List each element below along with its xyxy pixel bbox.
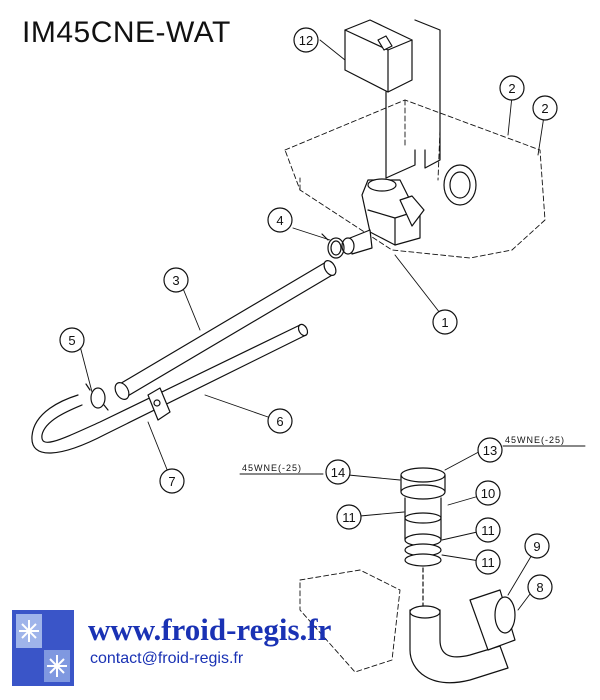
watermark-url: www.froid-regis.fr: [88, 612, 332, 647]
solenoid-valve-1: [341, 178, 425, 255]
callout-10: 10: [481, 486, 495, 501]
callout-labels: 1 2 2 3 4 5 6 7 8 9 10 11 11 11 12 13 14…: [68, 33, 565, 595]
callout-6: 6: [276, 414, 283, 429]
callout-9: 9: [533, 539, 540, 554]
drain-elbow-8-9: [409, 589, 516, 684]
drain-fitting-stack: [400, 467, 446, 611]
callout-2b: 2: [541, 101, 548, 116]
hose-bracket-7: [147, 387, 171, 421]
callout-markers: [59, 27, 558, 600]
leader-lines: [79, 39, 586, 611]
clamp-5: [85, 383, 109, 411]
diagram-title: IM45CNE-WAT: [22, 16, 231, 49]
hose-clamp-4: [321, 233, 345, 259]
grommet: [443, 164, 477, 206]
callout-14: 14: [331, 465, 345, 480]
callout-7: 7: [168, 474, 175, 489]
model-note-13: 45WNE(-25): [505, 435, 565, 445]
callout-13: 13: [483, 443, 497, 458]
callout-8: 8: [536, 580, 543, 595]
model-note-14: 45WNE(-25): [242, 463, 302, 473]
callout-12: 12: [299, 33, 313, 48]
callout-3: 3: [172, 273, 179, 288]
callout-4: 4: [276, 213, 283, 228]
callout-11c: 11: [481, 555, 495, 570]
snowflake-logo-icon: [12, 610, 74, 686]
watermark-contact: contact@froid-regis.fr: [90, 650, 244, 667]
hose-3: [114, 260, 337, 400]
hose-6: [31, 323, 309, 454]
callout-2a: 2: [508, 81, 515, 96]
callout-5: 5: [68, 333, 75, 348]
lower-bracket: [299, 569, 401, 673]
bracket-12: [344, 19, 441, 179]
callout-1: 1: [441, 315, 448, 330]
callout-11b: 11: [481, 523, 495, 538]
callout-11a: 11: [342, 510, 356, 525]
